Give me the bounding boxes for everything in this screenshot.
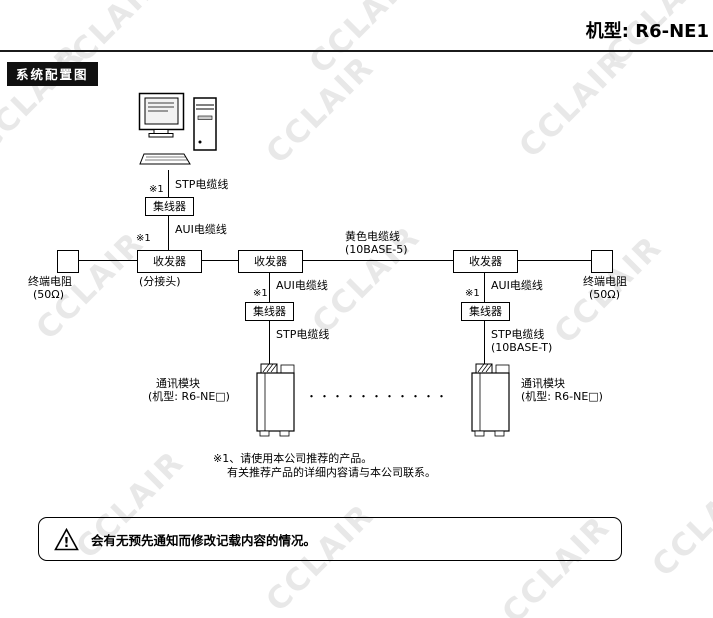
footnote-line-2: 有关推荐产品的详细内容请与本公司联系。 <box>227 466 436 479</box>
stp-cable-line-right <box>484 319 485 364</box>
transceiver-box-2: 收发器 <box>238 250 303 273</box>
header-divider <box>0 50 713 52</box>
aui-cable-line-mid <box>269 271 270 302</box>
aui-cable-label-right: AUI电缆线 <box>491 279 543 292</box>
stp-cable-label-mid: STP电缆线 <box>276 328 330 341</box>
hub-box-right: 集线器 <box>461 302 510 321</box>
module-name-label-left: 通讯模块 <box>156 377 200 390</box>
yellow-cable-bus-line <box>67 260 601 261</box>
aui-cable-label-mid: AUI电缆线 <box>276 279 328 292</box>
ref-mark-right: ※1 <box>465 288 480 299</box>
notice-box: ! 会有无预先通知而修改记载内容的情况。 <box>38 517 622 561</box>
stp-cable-line-top <box>168 170 169 197</box>
aui-cable-line-top <box>168 214 169 251</box>
yellow-cable-spec-label: (10BASE-5) <box>345 243 408 256</box>
yellow-cable-label: 黄色电缆线 <box>345 230 400 243</box>
notice-text: 会有无预先通知而修改记载内容的情况。 <box>91 532 317 548</box>
module-model-label-left: (机型: R6-NE□) <box>148 390 230 403</box>
stp-cable-label-right: STP电缆线 <box>491 328 545 341</box>
comm-module-right-icon <box>466 363 516 439</box>
section-title-bar: 系统配置图 <box>7 62 98 86</box>
ref-mark-top-aui: ※1 <box>136 233 151 244</box>
hub-box-mid: 集线器 <box>245 302 294 321</box>
terminal-resistor-label-left: 终端电阻 <box>28 275 72 288</box>
computer-icon <box>138 92 230 172</box>
transceiver-box-3: 收发器 <box>453 250 518 273</box>
module-model-label-right: (机型: R6-NE□) <box>521 390 603 403</box>
stp-cable-spec-label: (10BASE-T) <box>491 341 553 354</box>
terminal-resistor-value-right: (50Ω) <box>589 288 620 301</box>
ref-mark-top-stp: ※1 <box>149 184 164 195</box>
comm-module-left-icon <box>251 363 301 439</box>
module-ellipsis: ・・・・・・・・・・・ <box>306 390 449 403</box>
transceiver-box-1: 收发器 <box>137 250 202 273</box>
warning-exclamation: ! <box>64 536 70 551</box>
stp-cable-line-mid <box>269 319 270 364</box>
tap-note-label: (分接头) <box>139 275 181 288</box>
aui-cable-line-right <box>484 271 485 302</box>
stp-cable-label-top: STP电缆线 <box>175 178 229 191</box>
aui-cable-label-top: AUI电缆线 <box>175 223 227 236</box>
terminal-resistor-value-left: (50Ω) <box>33 288 64 301</box>
warning-triangle-icon: ! <box>54 527 79 551</box>
module-name-label-right: 通讯模块 <box>521 377 565 390</box>
footnote-line-1: ※1、请使用本公司推荐的产品。 <box>213 452 373 465</box>
hub-box-top: 集线器 <box>145 197 194 216</box>
terminal-resistor-box-right <box>591 250 613 273</box>
ref-mark-mid: ※1 <box>253 288 268 299</box>
terminal-resistor-label-right: 终端电阻 <box>583 275 627 288</box>
terminal-resistor-box-left <box>57 250 79 273</box>
page-title-model: 机型: R6-NE1 <box>585 21 709 42</box>
